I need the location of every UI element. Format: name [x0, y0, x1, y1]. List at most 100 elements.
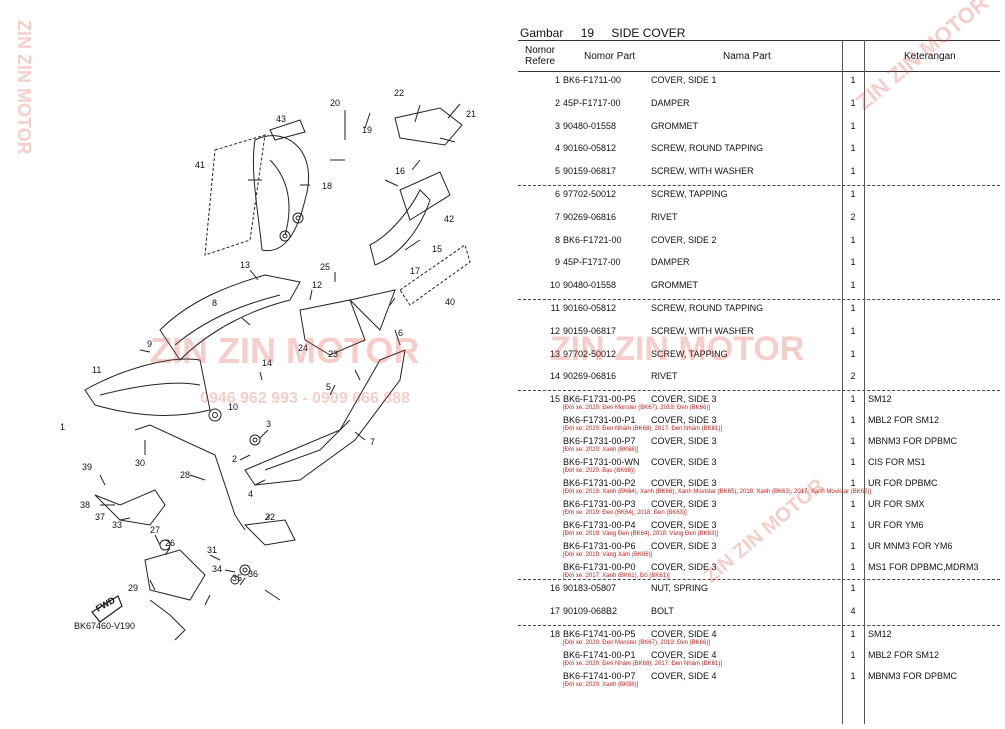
row-part-name: RIVET	[651, 371, 678, 382]
callout-27: 27	[150, 525, 160, 535]
row-part-number: BK6-F1731-00-P6	[563, 541, 636, 552]
header-name: Nama Part	[723, 50, 771, 62]
row-part-number: BK6-F1731-00-P2	[563, 478, 636, 489]
row-model-note: [Đời xe: 2020: Đen Monster (BK67), 2019:…	[563, 405, 711, 412]
group-separator	[518, 299, 1000, 300]
row-part-name: COVER, SIDE 3	[651, 541, 717, 552]
table-row: BK6-F1731-00-P6 COVER, SIDE 3 1 UR MNM3 FOR…	[518, 538, 1000, 559]
callout-4: 4	[248, 489, 253, 499]
row-keterangan: UR MNM3 FOR YM6	[868, 541, 953, 552]
row-ref: 18	[549, 628, 560, 639]
row-part-name: COVER, SIDE 4	[651, 649, 717, 660]
row-qty: 1	[850, 302, 856, 313]
row-model-note: [Đời xe: 2020: Bạc (BK68)]	[563, 468, 635, 475]
exploded-view-drawing: 1234567891011121314151617181920212223242…	[60, 88, 476, 641]
row-part-number: BK6-F1721-00	[563, 234, 622, 245]
row-ref: 7	[554, 211, 560, 222]
row-part-number: 90160-05812	[563, 302, 617, 313]
row-part-name: COVER, SIDE 3	[651, 478, 717, 489]
row-part-name: COVER, SIDE 3	[651, 562, 717, 573]
row-ref: 16	[549, 583, 560, 594]
row-part-name: COVER, SIDE 1	[651, 75, 717, 85]
row-part-name: SCREW, ROUND TAPPING	[651, 143, 764, 154]
row-part-name: GROMMET	[651, 120, 698, 131]
row-model-note: [Đời xe: 2019: Đen (BK64), 2018: Đen (BK…	[563, 510, 687, 517]
row-qty: 1	[850, 628, 856, 639]
row-qty: 4	[850, 605, 856, 616]
row-part-number: 97702-50012	[563, 188, 617, 199]
row-qty: 1	[850, 670, 856, 681]
row-keterangan: CIS FOR MS1	[868, 457, 926, 468]
row-qty: 1	[850, 143, 856, 154]
row-part-number: BK6-F1731-00-P4	[563, 520, 636, 531]
row-qty: 1	[850, 348, 856, 359]
row-part-name: COVER, SIDE 3	[651, 520, 717, 531]
row-part-number: 90160-05812	[563, 143, 617, 154]
callout-31: 31	[207, 545, 217, 555]
row-keterangan: UR FOR DPBMC	[868, 478, 938, 489]
callout-10: 10	[228, 402, 238, 412]
row-keterangan: UR FOR YM6	[868, 520, 924, 531]
callout-34: 34	[212, 564, 222, 574]
row-ref: 13	[549, 348, 560, 359]
fwd-label: FWD	[94, 595, 117, 614]
row-qty: 1	[850, 415, 856, 426]
row-part-number: 90480-01558	[563, 280, 617, 291]
row-qty: 1	[850, 234, 856, 245]
row-part-number: BK6-F1731-00-P1	[563, 415, 636, 426]
row-qty: 1	[850, 257, 856, 268]
callout-7: 7	[370, 437, 375, 447]
callout-11: 11	[92, 365, 101, 375]
row-part-number: 90269-06816	[563, 211, 617, 222]
row-qty: 2	[850, 371, 856, 382]
callout-20: 20	[330, 98, 340, 108]
row-part-name: BOLT	[651, 605, 674, 616]
callout-29: 29	[128, 583, 138, 593]
row-part-number: 45P-F1717-00	[563, 257, 621, 268]
row-model-note: [Đời xe: 2020: Đen Monster (BK67), 2019:…	[563, 639, 711, 646]
row-part-name: COVER, SIDE 3	[651, 415, 717, 426]
row-qty: 1	[850, 541, 856, 552]
row-part-number: BK6-F1731-00-WN	[563, 457, 640, 468]
parts-table: Nomor Refere Nomor Part Nama Part Ketera…	[518, 40, 1000, 689]
row-qty: 1	[850, 280, 856, 291]
group-separator	[518, 624, 1000, 626]
group-separator	[518, 390, 1000, 392]
row-part-number: BK6-F1731-00-P0	[563, 562, 636, 573]
callout-28: 28	[180, 470, 190, 480]
row-part-number: BK6-F1741-00-P7	[563, 670, 636, 681]
row-part-name: COVER, SIDE 4	[651, 628, 717, 639]
row-part-name: COVER, SIDE 4	[651, 670, 717, 681]
callout-14: 14	[262, 358, 272, 368]
header-ref: Nomor Refere	[524, 45, 555, 67]
row-part-name: COVER, SIDE 3	[651, 457, 717, 468]
figure-header: Gambar 19 SIDE COVER	[520, 26, 699, 40]
callout-15: 15	[432, 244, 442, 254]
row-model-note: [Đời xe: 2020: Đen Nhám (BK68), 2017: Đe…	[563, 426, 723, 433]
callout-32: 32	[265, 512, 275, 522]
row-qty: 1	[850, 97, 856, 108]
row-keterangan: MBL2 FOR SM12	[868, 649, 940, 660]
row-part-number: 90159-06817	[563, 166, 617, 177]
callout-40: 40	[445, 297, 455, 307]
row-part-number: 90480-01558	[563, 120, 617, 131]
row-ref: 17	[549, 605, 560, 616]
row-part-number: 45P-F1717-00	[563, 97, 621, 108]
row-part-name: DAMPER	[651, 257, 690, 268]
row-keterangan: MS1 FOR DPBMC,MDRM3	[868, 562, 979, 573]
row-qty: 1	[850, 649, 856, 660]
row-qty: 1	[850, 478, 856, 489]
row-part-number: BK6-F1731-00-P3	[563, 499, 636, 510]
row-model-note: [Đời xe: 2020: Xanh (BK58)]	[563, 681, 639, 688]
row-part-name: GROMMET	[651, 280, 698, 291]
row-qty: 1	[850, 120, 856, 131]
table-row: BK6-F1731-00-P2 COVER, SIDE 3 1 UR FOR DPBM…	[518, 475, 1000, 496]
